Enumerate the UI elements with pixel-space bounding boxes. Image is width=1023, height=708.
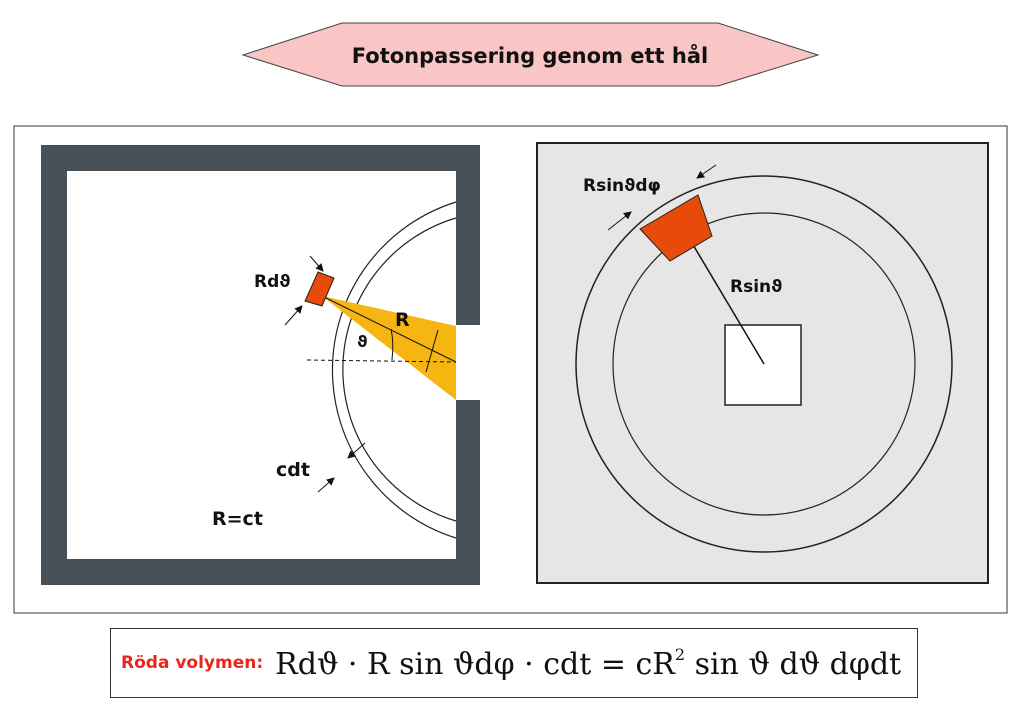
cdt-arrow-inner [347,442,366,459]
formula-label: Röda volymen: [121,653,264,673]
label-rdtheta: Rdϑ [254,272,291,292]
wall-bottom [41,559,480,585]
formula-equation: Rdϑ · R sin ϑdφ · cdt = cR2 sin ϑ dϑ dφd… [275,645,901,682]
right-panel: Rsinϑdφ Rsinϑ [536,142,989,584]
rsin-dphi-arrow-top [696,164,717,179]
label-rsin: Rsinϑ [730,277,782,297]
formula-box: Röda volymen: Rdϑ · R sin ϑdφ · cdt = cR… [110,628,918,698]
formula-exponent: 2 [674,644,686,664]
hole-square [724,324,802,406]
label-rsin-dphi: Rsinϑdφ [583,176,661,196]
theta-angle-arc [390,328,394,361]
cdt-arrow-outer [317,477,335,493]
wall-right-lower [456,400,480,585]
formula-tail: sin ϑ dϑ dφdt [685,646,902,682]
label-theta: ϑ [357,332,368,351]
outer-frame [13,125,1008,614]
inner-shell-arc [342,217,457,522]
wall-left [41,145,67,585]
red-volume-right [639,194,713,262]
page-title: Fotonpassering genom ett hål [352,43,708,68]
formula-main: Rdϑ · R sin ϑdφ · cdt = cR [275,646,675,682]
red-volume-left [304,271,335,307]
outer-ring [575,175,953,553]
rdtheta-arrow-bottom [284,305,303,326]
wall-top [41,145,480,171]
rdtheta-arrow-top [309,255,324,272]
photon-cone [322,296,456,400]
label-r: R [395,309,410,331]
radius-tick [425,329,439,373]
rsin-dphi-arrow-left [607,211,632,231]
label-cdt: cdt [276,459,310,481]
label-r-equals-ct: R=ct [212,508,263,530]
inner-ring [612,212,916,516]
outer-shell-arc [331,201,457,539]
radius-line [321,295,457,363]
left-panel: Rdϑ R ϑ cdt R=ct [41,145,480,585]
title-banner: Fotonpassering genom ett hål [241,22,820,87]
rsin-radius-line [685,232,765,365]
wall-right-upper [456,145,480,325]
title-banner-shape [241,22,820,87]
axis-dashed-line [306,359,457,363]
